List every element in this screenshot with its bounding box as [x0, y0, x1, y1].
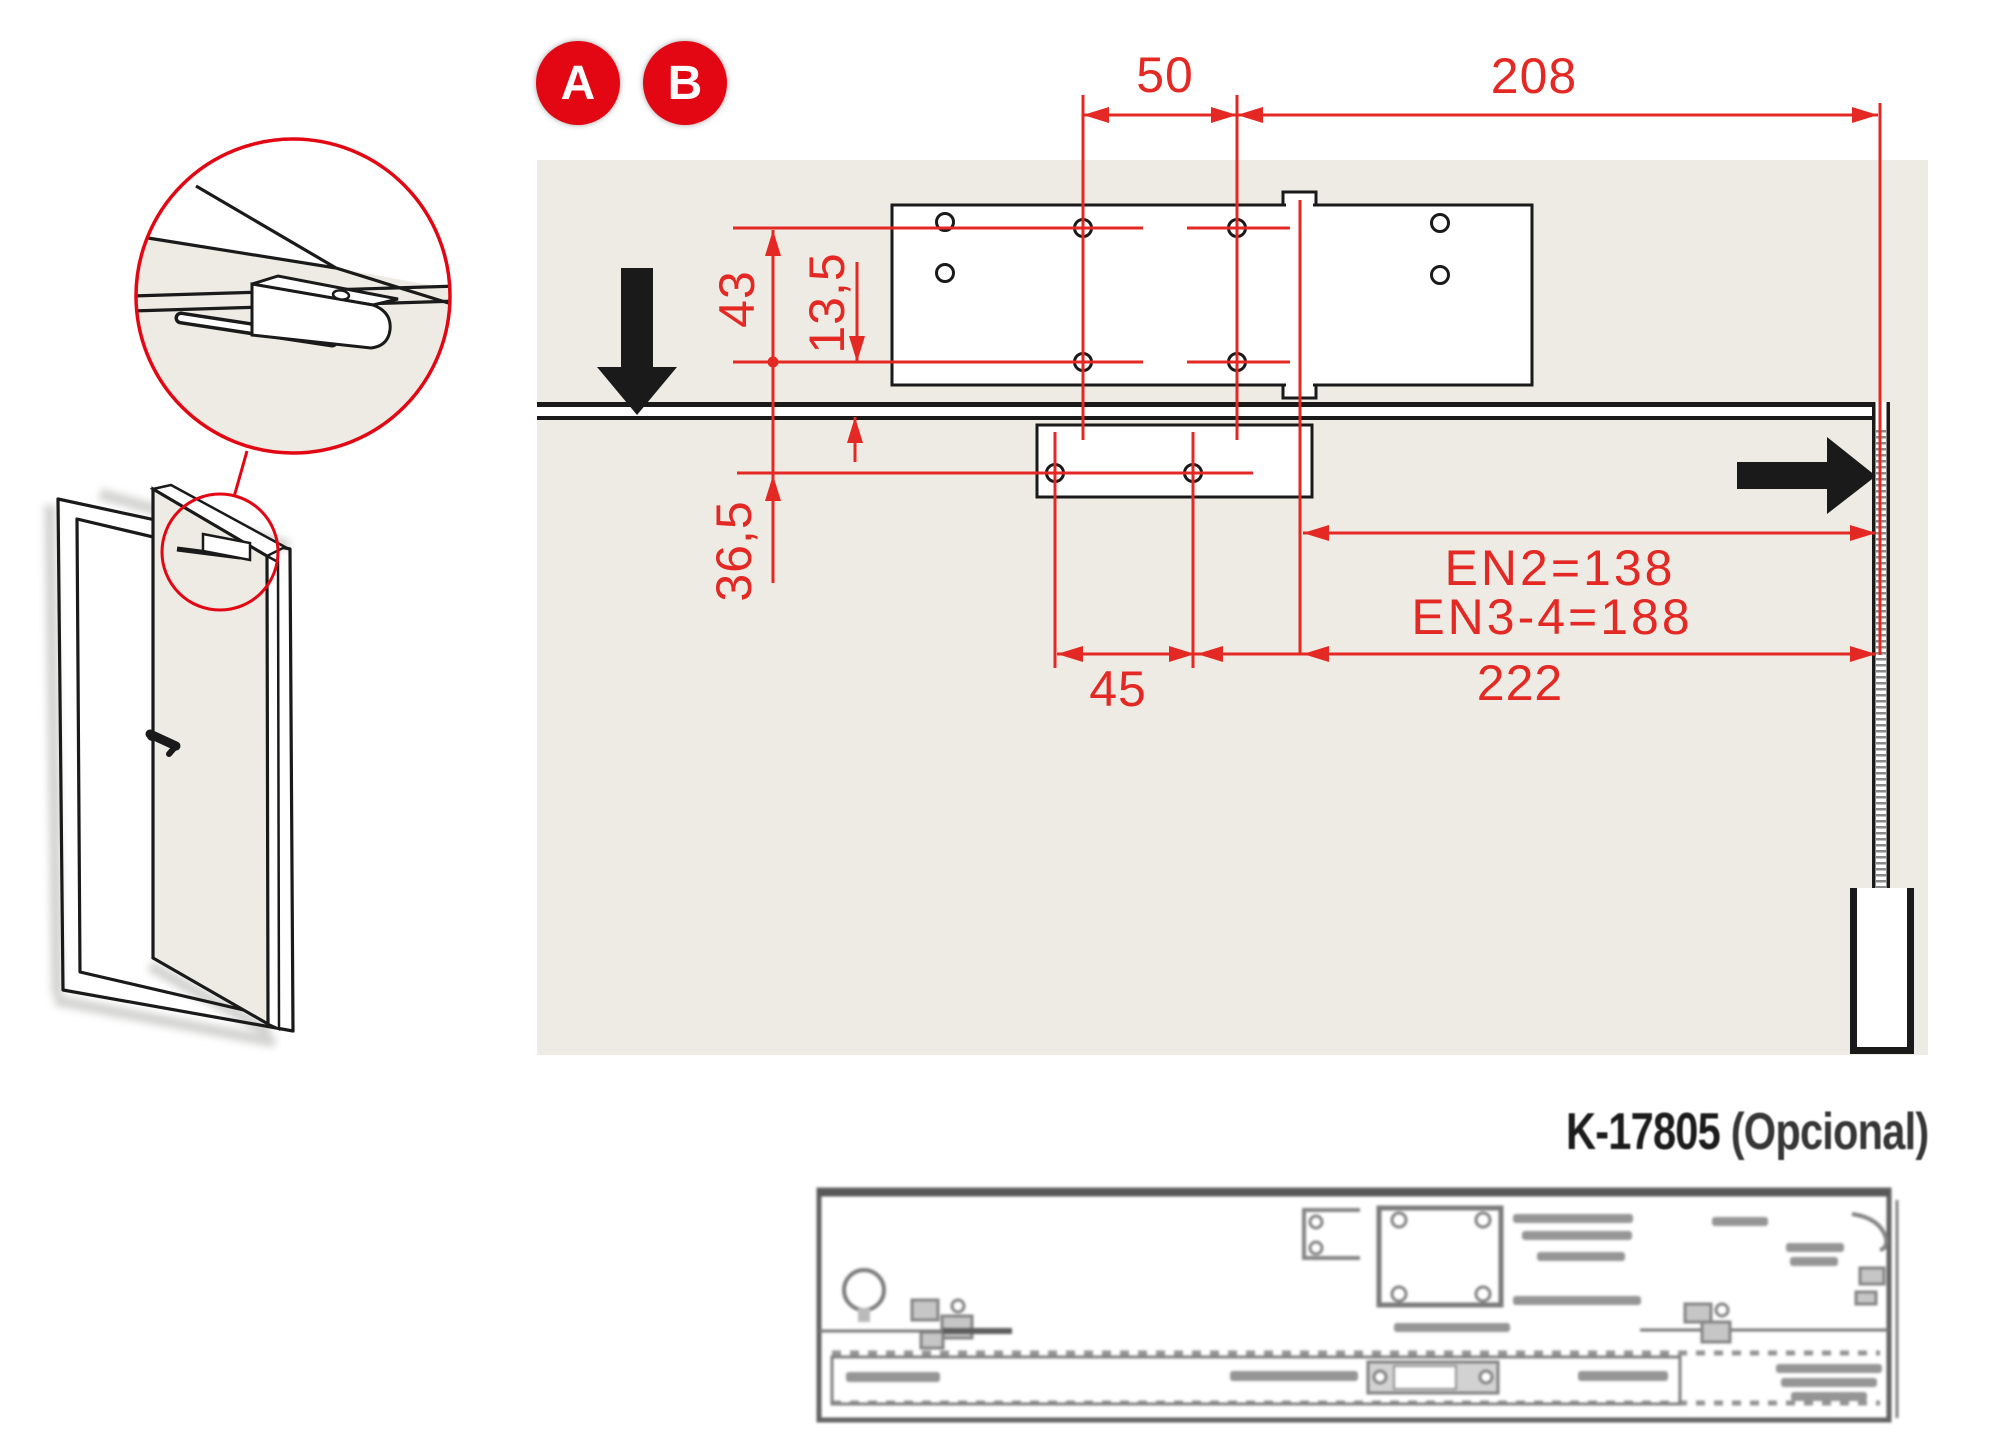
- dim-36-5-label: 36,5: [706, 500, 762, 602]
- slide-rail: [1035, 423, 1314, 499]
- door-leaf: [149, 483, 288, 1031]
- part-note: (Opcional): [1730, 1103, 1929, 1161]
- optional-part-caption: K-17805 (Opcional): [1566, 1102, 1929, 1162]
- closer-body: [250, 274, 399, 350]
- floor-guide-channel: [1850, 888, 1914, 1054]
- dim-208-label: 208: [1490, 48, 1578, 104]
- door-illustration: [44, 483, 295, 1048]
- badge-b: B: [643, 41, 727, 125]
- arrow-down-icon: [597, 268, 677, 415]
- closer-highlight-ring: [160, 492, 280, 612]
- dim-en2-label: EN2=138: [1444, 540, 1676, 596]
- part-number: K-17805: [1566, 1103, 1721, 1161]
- frame-head-line: [537, 402, 1872, 420]
- bubble-connector-line: [232, 450, 249, 498]
- dim-222-label: 222: [1476, 655, 1564, 711]
- badge-a: A: [536, 41, 620, 125]
- door-handle: [145, 729, 181, 757]
- optional-plate-drawing: [816, 1187, 1899, 1423]
- arrow-right-icon: [1737, 437, 1876, 514]
- dim-en34-label: EN3-4=188: [1411, 589, 1693, 645]
- dimension-lines: [733, 95, 1882, 668]
- detail-bubble: [134, 137, 452, 498]
- mounted-closer: [176, 532, 252, 562]
- dim-45-label: 45: [1089, 661, 1147, 717]
- dim-50-label: 50: [1136, 47, 1194, 103]
- main-drawing: [537, 95, 1928, 1055]
- dim-43-label: 43: [709, 270, 765, 328]
- dim-13-5-label: 13,5: [799, 252, 855, 354]
- closer-mounting-plate: [890, 190, 1534, 400]
